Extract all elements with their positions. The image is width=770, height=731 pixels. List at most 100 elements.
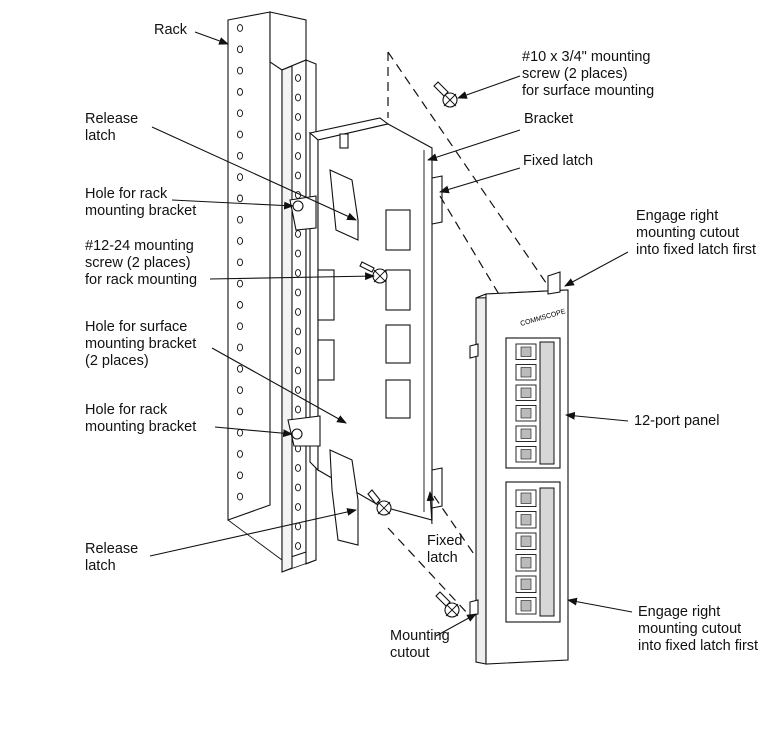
rack-hole xyxy=(236,343,244,352)
rack-hole xyxy=(236,88,244,96)
rack-hole xyxy=(294,269,302,277)
rj45-port-contacts xyxy=(520,387,532,398)
label-line: (2 places) xyxy=(85,353,149,369)
screw-rack-mount-icon xyxy=(359,261,388,284)
label-line: Hole for surface xyxy=(85,319,188,335)
rj45-port-contacts xyxy=(520,428,532,439)
rack-hole xyxy=(294,542,302,550)
rack-hole xyxy=(236,151,244,160)
label-line: mounting bracket xyxy=(85,336,197,352)
label-line: for rack mounting xyxy=(85,272,198,288)
rack-hole xyxy=(294,327,302,336)
rack-hole xyxy=(294,464,302,472)
label-line: mounting bracket xyxy=(85,203,197,219)
label-line: Engage right xyxy=(636,208,719,224)
rj45-port-contacts xyxy=(520,449,532,460)
rack-hole xyxy=(236,279,244,288)
rack-hole xyxy=(294,503,302,511)
label-line: Fixed xyxy=(427,533,463,549)
label-line: into fixed latch first xyxy=(638,638,759,654)
label-line: mounting cutout xyxy=(638,621,742,637)
rack-hole xyxy=(236,45,244,54)
alignment-line xyxy=(439,195,501,297)
label-line: Hole for rack xyxy=(85,186,168,202)
label-line: latch xyxy=(85,558,116,574)
label-line: Fixed latch xyxy=(523,153,594,169)
rj45-port-contacts xyxy=(520,557,532,569)
rack-hole xyxy=(236,215,244,224)
label-line: for surface mounting xyxy=(522,83,655,99)
label-line: screw (2 places) xyxy=(522,66,628,82)
rack-hole xyxy=(236,322,244,331)
label-12-port-panel: 12-port panel xyxy=(634,413,719,430)
rj45-port-contacts xyxy=(520,514,532,526)
leader-lines xyxy=(149,31,633,637)
rack-hole xyxy=(294,152,302,160)
rack-hole xyxy=(294,347,302,355)
alignment-line xyxy=(433,495,479,561)
label-line: Mounting xyxy=(390,628,450,644)
rack-hole xyxy=(294,132,302,141)
rack-hole xyxy=(294,171,302,180)
label-line: Hole for rack xyxy=(85,402,168,418)
label-line: Bracket xyxy=(524,111,574,127)
alignment-line xyxy=(387,527,469,615)
label-line: Engage right xyxy=(638,604,721,620)
rack-hole xyxy=(236,109,244,118)
rack-hole xyxy=(236,301,244,309)
rack-hole xyxy=(236,258,244,267)
screw-surface-bottom-icon xyxy=(435,591,460,618)
rack-rail xyxy=(227,11,317,573)
alignment-line xyxy=(387,51,556,297)
rack-hole xyxy=(236,386,244,394)
label-line: #10 x 3/4" mounting xyxy=(522,49,651,65)
patch-panel: COMMSCOPE xyxy=(469,271,569,665)
rack-hole xyxy=(236,428,244,437)
label-bracket: Bracket xyxy=(524,111,573,128)
rack-hole xyxy=(236,194,244,203)
label-line: cutout xyxy=(390,645,430,661)
rack-hole xyxy=(294,366,302,375)
rack-hole xyxy=(294,405,302,414)
label-fixed-latch-top: Fixed latch xyxy=(523,153,593,170)
rj45-port-contacts xyxy=(520,492,532,504)
label-rack: Rack xyxy=(154,22,187,39)
rj45-port-contacts xyxy=(520,600,532,612)
rack-hole xyxy=(236,471,244,480)
rj45-port-contacts xyxy=(520,408,532,419)
rack-hole xyxy=(294,386,302,394)
rj45-port-contacts xyxy=(520,578,532,590)
rack-holes xyxy=(236,24,244,501)
rack-hole xyxy=(236,237,244,245)
rack-hole xyxy=(294,113,302,121)
rack-hole xyxy=(294,93,302,102)
label-line: Rack xyxy=(154,22,188,38)
rack-hole xyxy=(294,249,302,258)
label-line: latch xyxy=(85,128,116,144)
rack-hole xyxy=(236,364,244,373)
rack-hole xyxy=(236,492,244,501)
label-line: latch xyxy=(427,550,458,566)
rj45-port-contacts xyxy=(520,367,532,378)
rack-hole xyxy=(294,522,302,531)
rack-hole xyxy=(236,66,244,75)
rack-hole xyxy=(236,450,244,458)
label-line: #12-24 mounting xyxy=(85,238,194,254)
rack-hole xyxy=(236,407,244,416)
rack-hole xyxy=(294,74,302,82)
label-line: mounting bracket xyxy=(85,419,197,435)
rack-hole xyxy=(236,24,244,32)
rj45-port-contacts xyxy=(520,535,532,547)
rack-hole xyxy=(236,173,244,181)
